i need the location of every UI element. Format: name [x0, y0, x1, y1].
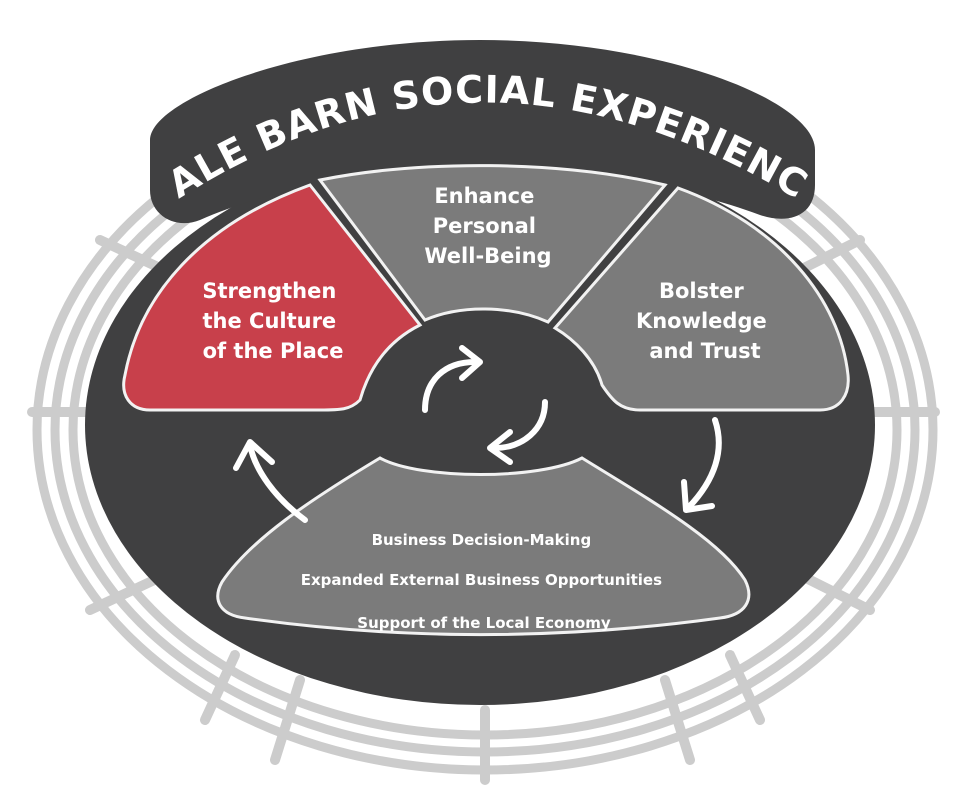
- segment-knowledge: [552, 186, 850, 412]
- label-business: Business Decision-Making Expanded Extern…: [301, 531, 668, 632]
- flow-arrow-right-icon: [681, 417, 722, 513]
- title-banner: [150, 40, 815, 224]
- segment-wellbeing: [317, 164, 668, 324]
- label-knowledge: Bolster Knowledge and Trust: [636, 279, 774, 363]
- label-wellbeing: Enhance Personal Well-Being: [424, 184, 551, 268]
- segment-business: [216, 456, 751, 636]
- segment-culture: [122, 183, 423, 412]
- flow-arrow-left-icon: [233, 439, 308, 523]
- cycle-arrow-icon: [422, 345, 483, 413]
- cycle-arrow-icon: [487, 399, 548, 465]
- label-culture: Strengthen the Culture of the Place: [202, 279, 343, 363]
